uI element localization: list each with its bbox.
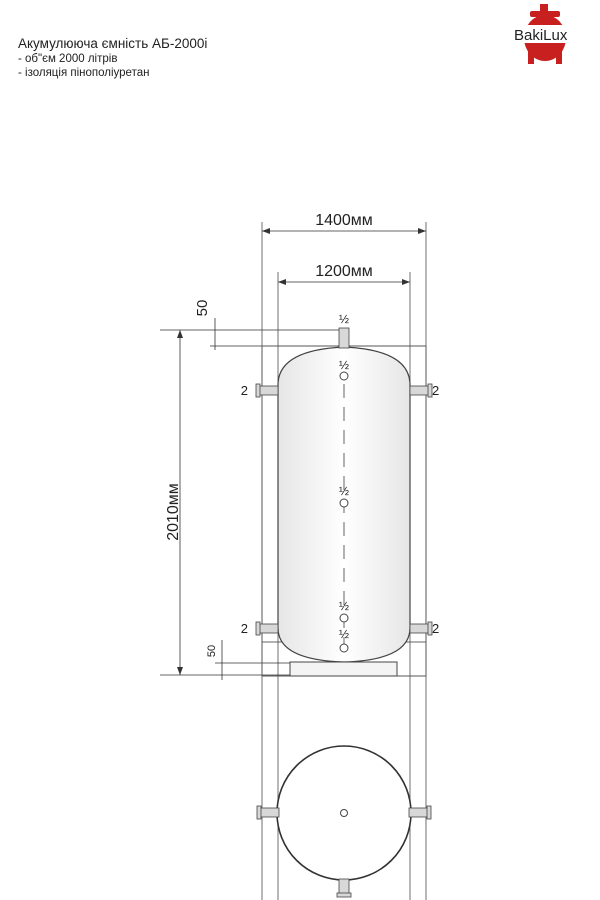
port-lower-sensor-1 — [339, 613, 349, 623]
product-title: Акумулююча ємність АБ-2000і — [18, 36, 208, 51]
logo-text: BakiLux — [514, 27, 568, 44]
header: Акумулююча ємність АБ-2000і - об"єм 2000… — [18, 36, 438, 80]
spec-insulation: - ізоляція пінополіуретан — [18, 67, 150, 79]
dim-height: 2010мм — [165, 483, 182, 541]
port-upper-sensor — [339, 371, 349, 381]
plan-nozzle-left — [259, 807, 280, 818]
label-left-lower: 2 — [241, 621, 248, 636]
label-lower-sensor-2: ½ — [339, 627, 349, 641]
nozzle-left-lower — [257, 623, 279, 634]
label-right-lower: 2 — [432, 621, 439, 636]
label-top: ½ — [339, 312, 349, 326]
nozzle-right-lower-flange — [427, 621, 433, 636]
dim-top-offset: 50 — [194, 300, 211, 317]
tank-plan-view — [256, 745, 432, 898]
plan-nozzle-bottom-flange — [336, 892, 352, 898]
nozzle-left-upper-flange — [255, 383, 261, 398]
tank-base — [289, 661, 398, 677]
label-upper-sensor: ½ — [339, 358, 349, 372]
label-right-upper: 2 — [432, 383, 439, 398]
spec-volume: - об"єм 2000 літрів — [18, 53, 118, 65]
nozzle-right-upper-flange — [427, 383, 433, 398]
logo-text-plate — [512, 25, 584, 43]
plan-nozzle-right — [408, 807, 429, 818]
port-lower-sensor-2 — [339, 643, 349, 653]
dim-outer-width: 1400мм — [315, 212, 373, 229]
dimension-lines — [179, 230, 426, 680]
label-lower-sensor-1: ½ — [339, 599, 349, 613]
top-nozzle — [338, 327, 350, 349]
label-middle-sensor: ½ — [339, 484, 349, 498]
port-middle-sensor — [339, 498, 349, 508]
plan-center-port — [340, 809, 348, 817]
plan-nozzle-bottom — [338, 878, 350, 896]
plan-nozzle-right-flange — [426, 805, 432, 820]
nozzle-right-upper — [409, 385, 431, 396]
brand-logo: BakiLux — [512, 4, 584, 64]
dimension-arrowheads — [177, 228, 426, 675]
nozzle-right-lower — [409, 623, 431, 634]
dim-bottom-offset: 50 — [206, 645, 218, 657]
nozzle-left-lower-flange — [255, 621, 261, 636]
plan-nozzle-left-flange — [256, 805, 262, 820]
dim-inner-width: 1200мм — [315, 263, 373, 280]
nozzle-left-upper — [257, 385, 279, 396]
label-left-upper: 2 — [241, 383, 248, 398]
